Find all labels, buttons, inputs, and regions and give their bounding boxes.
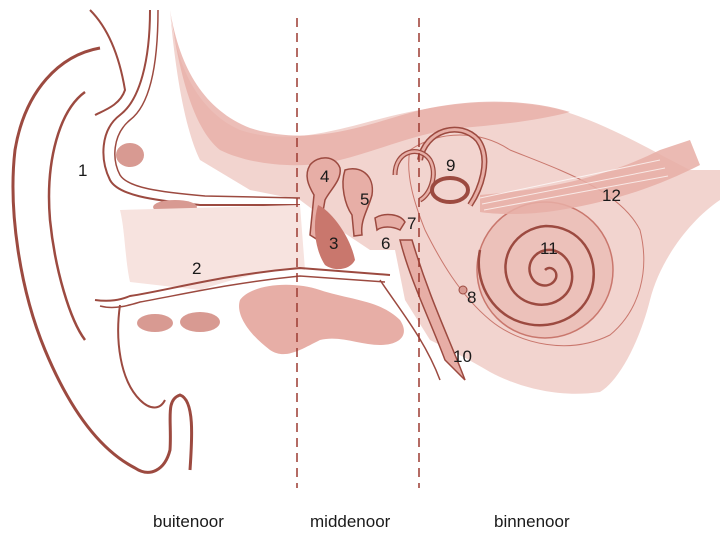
cartilage-pad-lower-1 [137, 314, 173, 332]
label-4: 4 [320, 167, 329, 186]
label-1: 1 [78, 161, 87, 180]
cartilage-pad-upper [116, 143, 144, 167]
stapes [375, 215, 405, 230]
auricle-inner-fold [49, 92, 85, 340]
round-window [459, 286, 467, 294]
region-label-outer: buitenoor [153, 512, 224, 532]
label-12: 12 [602, 186, 621, 205]
label-6: 6 [381, 234, 390, 253]
label-10: 10 [453, 347, 472, 366]
label-8: 8 [467, 288, 476, 307]
label-11: 11 [540, 239, 558, 258]
region-label-inner: binnenoor [494, 512, 570, 532]
region-label-middle: middenoor [310, 512, 390, 532]
lower-tissue [239, 285, 404, 354]
cartilage-pad-lower-2 [180, 312, 220, 332]
label-3: 3 [329, 234, 338, 253]
ear-canal-fill [120, 205, 305, 290]
label-2: 2 [192, 259, 201, 278]
label-5: 5 [360, 190, 369, 209]
label-7: 7 [407, 214, 416, 233]
label-9: 9 [446, 156, 455, 175]
helix-top [90, 10, 125, 115]
